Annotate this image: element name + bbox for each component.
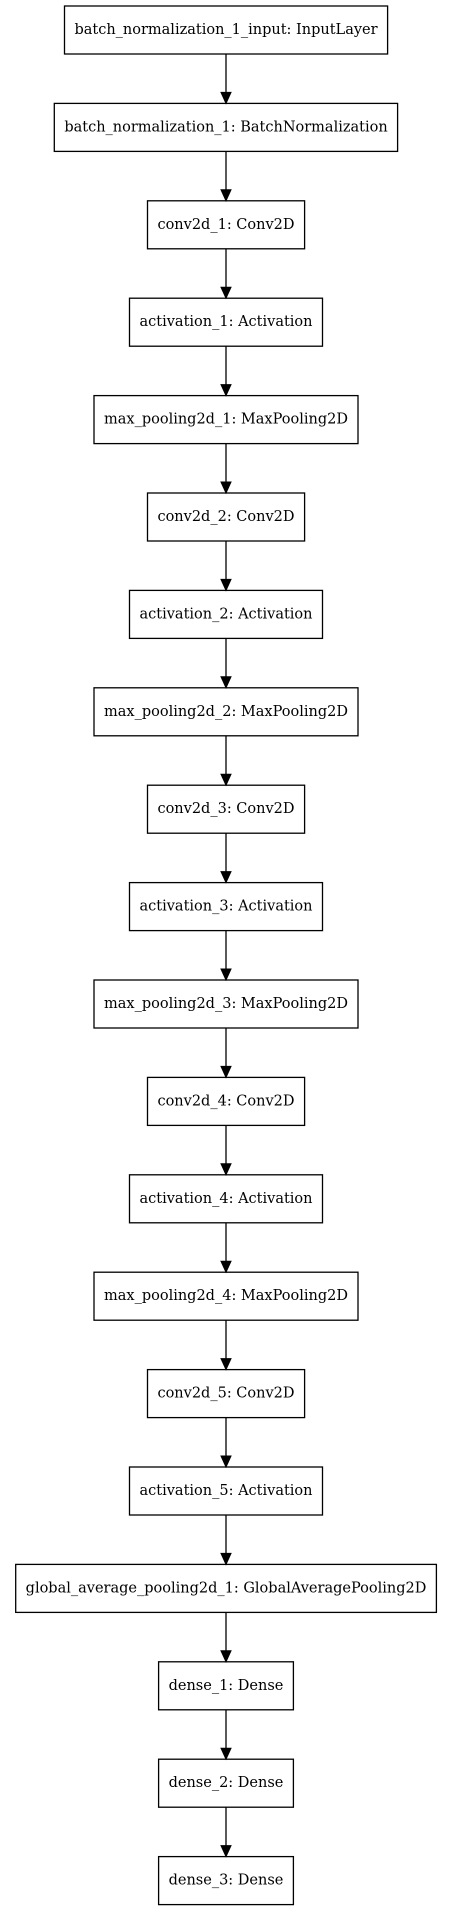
arrowhead-icon <box>220 1845 232 1858</box>
layer-node: activation_5: Activation <box>128 1466 324 1516</box>
layer-label: conv2d_3: Conv2D <box>157 801 294 817</box>
arrowhead-icon <box>220 1747 232 1761</box>
layer-node: activation_3: Activation <box>128 881 324 932</box>
layer-label: max_pooling2d_3: MaxPooling2D <box>104 996 348 1012</box>
layer-node: max_pooling2d_1: MaxPooling2D <box>93 394 359 445</box>
layer-box <box>63 5 389 55</box>
arrowhead-icon <box>220 1358 232 1371</box>
layer-node: batch_normalization_1_input: InputLayer <box>63 5 389 55</box>
layer-box <box>146 492 306 542</box>
layer-label: max_pooling2d_4: MaxPooling2D <box>104 1288 348 1304</box>
layer-node: dense_3: Dense <box>157 1855 295 1906</box>
arrowhead-icon <box>220 871 232 884</box>
arrowhead-icon <box>220 1065 232 1079</box>
layer-box <box>93 979 359 1029</box>
layer-node: activation_2: Activation <box>128 589 324 640</box>
arrowhead-icon <box>220 91 232 105</box>
layer-node: activation_1: Activation <box>128 297 324 347</box>
layer-label: max_pooling2d_1: MaxPooling2D <box>104 412 348 428</box>
layer-label: conv2d_5: Conv2D <box>157 1386 294 1402</box>
layer-node: conv2d_2: Conv2D <box>146 492 306 542</box>
arrowhead-icon <box>220 286 232 300</box>
layer-box <box>146 1076 306 1127</box>
layer-node: conv2d_5: Conv2D <box>146 1368 306 1419</box>
arrowhead-icon <box>220 1650 232 1664</box>
layer-label: conv2d_2: Conv2D <box>157 509 294 525</box>
layer-node: dense_1: Dense <box>157 1661 295 1711</box>
layer-node: conv2d_3: Conv2D <box>146 784 306 834</box>
layer-label: dense_2: Dense <box>169 1775 284 1791</box>
layer-box <box>15 1563 438 1614</box>
layer-label: dense_3: Dense <box>169 1873 284 1889</box>
layer-box <box>128 1466 324 1516</box>
arrowhead-icon <box>220 481 232 495</box>
layer-label: activation_4: Activation <box>140 1191 313 1207</box>
layer-node: conv2d_4: Conv2D <box>146 1076 306 1127</box>
arrowhead-icon <box>220 1163 232 1177</box>
layer-label: activation_2: Activation <box>140 606 313 622</box>
layer-box <box>53 102 399 153</box>
layer-node: max_pooling2d_4: MaxPooling2D <box>93 1271 359 1321</box>
layer-label: activation_1: Activation <box>140 314 313 330</box>
layer-node: batch_normalization_1: BatchNormalizatio… <box>53 102 399 153</box>
layer-node: dense_2: Dense <box>157 1758 295 1808</box>
layer-label: conv2d_4: Conv2D <box>157 1093 294 1109</box>
arrowhead-icon <box>220 968 232 982</box>
layer-label: conv2d_1: Conv2D <box>157 217 294 233</box>
layer-label: activation_5: Activation <box>140 1483 313 1499</box>
layer-box <box>128 881 324 932</box>
layer-node: activation_4: Activation <box>128 1174 324 1224</box>
layer-box <box>93 687 359 737</box>
layer-node: global_average_pooling2d_1: GlobalAverag… <box>15 1563 438 1614</box>
arrowhead-icon <box>220 1260 232 1274</box>
layer-label: dense_1: Dense <box>169 1678 284 1694</box>
arrowhead-icon <box>220 1455 232 1469</box>
arrowhead-icon <box>220 578 232 592</box>
layer-box <box>157 1661 295 1711</box>
arrowhead-icon <box>220 773 232 787</box>
layer-node: conv2d_1: Conv2D <box>146 200 306 250</box>
arrowhead-icon <box>220 676 232 690</box>
layer-label: batch_normalization_1: BatchNormalizatio… <box>64 119 387 135</box>
layer-label: activation_3: Activation <box>140 899 313 915</box>
arrowhead-icon <box>220 384 232 397</box>
layer-node: max_pooling2d_2: MaxPooling2D <box>93 687 359 737</box>
layer-box <box>128 297 324 347</box>
layer-box <box>157 1855 295 1906</box>
arrowhead-icon <box>220 1552 232 1566</box>
layer-label: max_pooling2d_2: MaxPooling2D <box>104 704 348 720</box>
layer-label: global_average_pooling2d_1: GlobalAverag… <box>26 1580 427 1596</box>
arrowhead-icon <box>220 189 232 203</box>
layer-label: batch_normalization_1_input: InputLayer <box>74 22 377 38</box>
layer-box <box>157 1758 295 1808</box>
layer-node: max_pooling2d_3: MaxPooling2D <box>93 979 359 1029</box>
